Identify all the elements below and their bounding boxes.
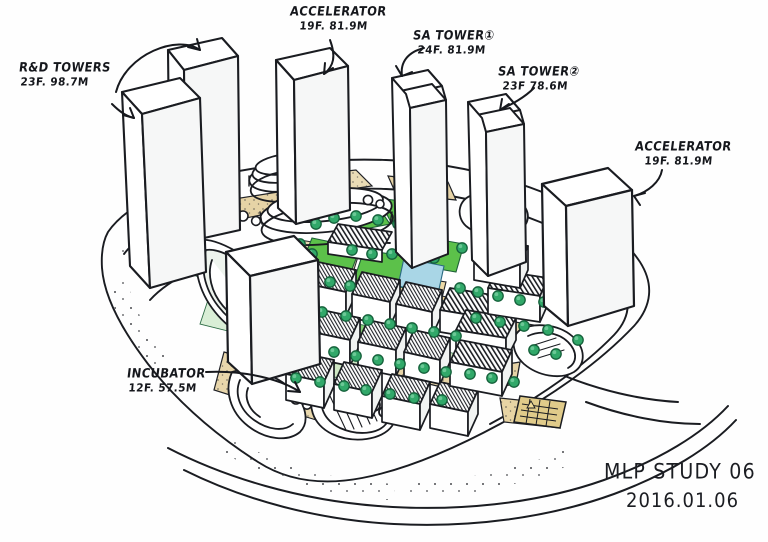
annotation-sa-tower-1-title: SA TOWER① [412, 27, 496, 43]
market-texture-block [513, 395, 567, 429]
annotation-sa-tower-1: SA TOWER① 24F. 81.9M [412, 27, 496, 57]
title-block: MLP STUDY 06 2016.01.06 [604, 459, 756, 513]
title-block-project: MLP STUDY 06 [604, 459, 756, 484]
annotation-accelerator-right: ACCELERATOR 19F. 81.9M [634, 138, 733, 168]
tower-accelerator-top [274, 46, 352, 226]
annotation-accelerator-right-title: ACCELERATOR [634, 138, 733, 154]
tower-rnd-front [120, 76, 208, 290]
annotation-sa-tower-2: SA TOWER② 23F 78.6M [497, 63, 581, 93]
tower-incubator [224, 234, 322, 386]
tower-sa-2 [467, 93, 527, 277]
tower-accelerator-right [540, 166, 636, 328]
annotation-rnd-towers-title: R&D TOWERS [18, 59, 112, 75]
title-block-date: 2016.01.06 [626, 489, 740, 513]
annotation-incubator: INCUBATOR 12F. 57.5M [126, 365, 207, 395]
annotation-sa-tower-1-spec: 24F. 81.9M [416, 43, 487, 57]
annotation-accelerator-top-title: ACCELERATOR [289, 3, 388, 19]
annotation-incubator-title: INCUBATOR [126, 365, 207, 381]
annotation-accelerator-top-spec: 19F. 81.9M [298, 19, 369, 33]
annotation-leaders [111, 38, 663, 393]
annotation-rnd-towers-spec: 23F. 98.7M [19, 75, 90, 89]
annotation-sa-tower-2-title: SA TOWER② [497, 63, 581, 79]
tower-sa-1 [391, 69, 449, 269]
annotation-rnd-towers: R&D TOWERS 23F. 98.7M [18, 59, 112, 89]
annotation-incubator-spec: 12F. 57.5M [127, 381, 198, 395]
perimeter-road [167, 373, 737, 526]
annotation-accelerator-top: ACCELERATOR 19F. 81.9M [289, 3, 388, 33]
annotation-accelerator-right-spec: 19F. 81.9M [643, 154, 714, 168]
annotation-sa-tower-2-spec: 23F 78.6M [501, 79, 569, 93]
